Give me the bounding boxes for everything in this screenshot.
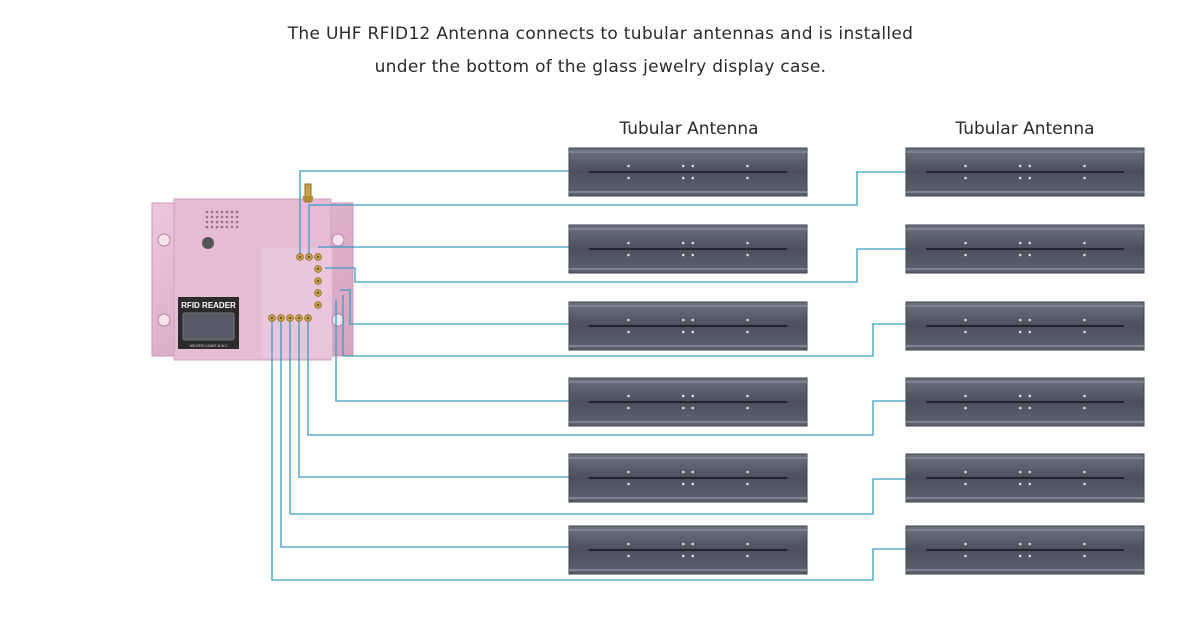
port-connector-8 <box>268 314 276 322</box>
tubular-antenna-right-4 <box>905 377 1145 427</box>
mount-hole <box>157 313 171 327</box>
port-connector-11 <box>295 314 303 322</box>
port-connector-10 <box>286 314 294 322</box>
port-connector-6 <box>314 289 322 297</box>
port-connector-1 <box>296 253 304 261</box>
port-connector-7 <box>314 301 322 309</box>
caption-line-1: The UHF RFID12 Antenna connects to tubul… <box>287 24 914 44</box>
port-group <box>268 253 322 322</box>
status-led <box>202 237 214 249</box>
external-antenna-connector <box>304 183 312 203</box>
cable-10 <box>307 318 906 436</box>
cable-4 <box>335 300 569 402</box>
tubular-antenna-left-1 <box>568 147 808 197</box>
cable-group <box>271 170 906 581</box>
cable-3 <box>340 289 569 325</box>
mount-hole <box>331 313 345 327</box>
port-connector-5 <box>314 277 322 285</box>
right-column-label: Tubular Antenna <box>955 119 1095 139</box>
cable-11 <box>289 318 906 515</box>
tubular-antenna-left-4 <box>568 377 808 427</box>
tubular-antenna-right-2 <box>905 224 1145 274</box>
mount-hole <box>331 233 345 247</box>
cable-1 <box>299 170 569 257</box>
caption-line-2: under the bottom of the glass jewelry di… <box>374 57 827 77</box>
tubular-antenna-left-3 <box>568 301 808 351</box>
tubular-antenna-right-6 <box>905 525 1145 575</box>
speaker-grille <box>205 210 239 229</box>
left-column-label: Tubular Antenna <box>619 119 759 139</box>
mount-hole <box>157 233 171 247</box>
cable-7 <box>308 171 906 257</box>
port-connector-4 <box>314 265 322 273</box>
cable-5 <box>298 318 569 478</box>
tubular-antenna-right-5 <box>905 453 1145 503</box>
antenna-group <box>568 147 1145 575</box>
tubular-antenna-left-5 <box>568 453 808 503</box>
reader-display <box>182 312 235 341</box>
port-connector-12 <box>304 314 312 322</box>
tubular-antenna-left-2 <box>568 224 808 274</box>
cable-8 <box>325 248 906 283</box>
port-connector-2 <box>305 253 313 261</box>
tubular-antenna-left-6 <box>568 525 808 575</box>
tubular-antenna-right-1 <box>905 147 1145 197</box>
port-connector-9 <box>277 314 285 322</box>
connector-nut <box>303 196 313 201</box>
cable-6 <box>280 318 569 548</box>
reader-model: WS-RFID-12ANT-B-W-2 <box>190 344 228 348</box>
cable-9 <box>342 295 906 357</box>
cable-12 <box>271 318 906 581</box>
tubular-antenna-right-3 <box>905 301 1145 351</box>
reader-title: RFID READER <box>181 301 236 310</box>
port-connector-3 <box>314 253 322 261</box>
rfid-reader: RFID READER WS-RFID-12ANT-B-W-2 <box>151 183 354 361</box>
